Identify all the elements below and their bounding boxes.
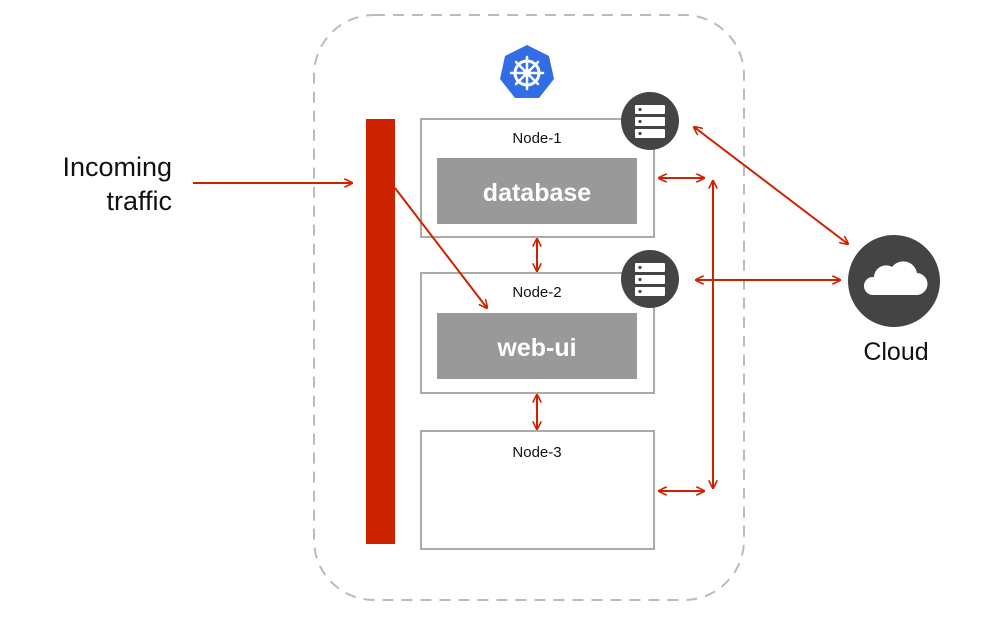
cloud-label: Cloud (863, 338, 928, 366)
web-ui-pod (437, 313, 637, 379)
node-2-title: Node-2 (512, 284, 561, 301)
load-balancer-bar (366, 119, 395, 544)
cloud-icon (848, 235, 940, 327)
server-stack-icon (621, 250, 679, 308)
server-stack-icon (621, 92, 679, 150)
kubernetes-icon (500, 45, 554, 98)
web-ui-pod-label: web-ui (496, 334, 576, 362)
database-pod (437, 158, 637, 224)
database-pod-label: database (483, 179, 591, 207)
node-3-box (420, 430, 655, 550)
storage-1-cloud-link (694, 127, 848, 244)
incoming-traffic-label-line2: traffic (106, 186, 172, 216)
node-1-title: Node-1 (512, 130, 561, 147)
cluster-boundary (313, 14, 745, 601)
incoming-traffic-label-line1: Incoming (62, 152, 172, 182)
lb-to-node-2-arrow (394, 187, 487, 308)
node-3-title: Node-3 (512, 444, 561, 461)
